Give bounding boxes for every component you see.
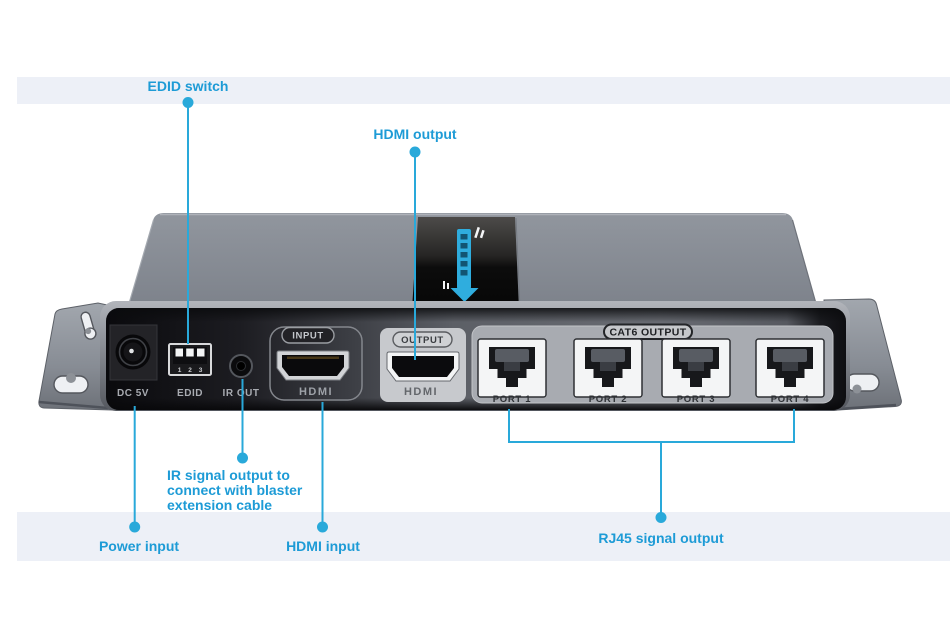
panel-top-shadow (106, 308, 846, 322)
callout-hdmi-output-dot (409, 146, 421, 158)
brand-logo-marks (443, 226, 485, 289)
rj45-port-4: PORT 4 (755, 338, 825, 405)
callout-rj45-label: RJ45 signal output (598, 530, 724, 546)
hdmi-input-port (276, 350, 350, 381)
dip-number: 3 (199, 367, 203, 374)
port-label: PORT 4 (771, 394, 810, 405)
port-label: PORT 1 (493, 394, 532, 405)
ir-out-label: IR OUT (223, 388, 260, 399)
callout-power-label: Power input (99, 538, 179, 554)
callout-edid-label: EDID switch (148, 78, 229, 94)
callout-hdmi-output-label: HDMI output (373, 126, 457, 142)
callout-power-dot (129, 521, 141, 533)
input-capsule-label: INPUT (292, 331, 324, 342)
front-panel: DC 5V 1 2 3 EDID IR OUT (106, 308, 846, 410)
right-slope-edge (791, 219, 818, 308)
chassis-top (126, 213, 820, 312)
rj45-port-1: PORT 1 (477, 338, 547, 405)
dip-slider (175, 348, 183, 357)
edid-dip-switch: 1 2 3 (168, 343, 212, 376)
callout-ir-label: IR signal output to connect with blaster… (167, 467, 303, 513)
callout-hdmi-input-label: HDMI input (286, 538, 360, 554)
top-highlight-band (17, 77, 950, 104)
edid-label: EDID (177, 388, 203, 399)
callout-rj45-bracket (508, 409, 795, 443)
hdmi-output-group: OUTPUT HDMI (380, 328, 466, 402)
dip-slider (197, 348, 205, 357)
rj45-port-2: PORT 2 (573, 338, 643, 405)
brand-arrow-graphic (450, 229, 479, 302)
port-label: PORT 2 (589, 394, 628, 405)
hdmi-output-port (386, 351, 460, 382)
dc-label: DC 5V (117, 388, 149, 399)
callout-edid-dot (182, 97, 194, 108)
dc-power-jack (109, 324, 158, 381)
cat6-capsule (603, 323, 693, 340)
dip-number: 1 (178, 367, 182, 374)
ear-bottom-edge (38, 400, 109, 410)
keyhole-slot (845, 373, 880, 394)
hdmi-output-label: HDMI (404, 386, 438, 398)
hdmi-input-group: INPUT HDMI (269, 326, 363, 401)
cat6-output-group: CAT6 OUTPUT PORT 1 PORT 2 (471, 323, 834, 405)
keyhole-slot (80, 311, 97, 340)
input-capsule (281, 326, 335, 344)
left-mounting-ear (38, 302, 113, 411)
hdmi-input-label: HDMI (299, 386, 333, 398)
brand-sticker (412, 217, 521, 309)
callout-ir-dot (237, 452, 248, 464)
callouts: EDID switch HDMI output IR signal output… (99, 78, 795, 554)
dip-slider (186, 348, 194, 357)
bottom-highlight-band (17, 512, 950, 561)
ir-label-line3: extension cable (167, 497, 272, 513)
output-capsule-label: OUTPUT (401, 335, 444, 346)
left-slope-edge (127, 219, 155, 308)
keyhole-slot (53, 373, 89, 394)
cat6-capsule-label: CAT6 OUTPUT (609, 327, 686, 339)
ir-label-line2: connect with blaster (167, 482, 303, 498)
callout-hdmi-input-dot (317, 521, 328, 533)
output-capsule (392, 331, 453, 348)
ir-out-jack (229, 354, 253, 378)
ir-label-line1: IR signal output to (167, 467, 290, 483)
hdmi-extender-device: DC 5V 1 2 3 EDID IR OUT (38, 213, 902, 411)
rj45-port-3: PORT 3 (661, 338, 731, 405)
dip-number: 2 (188, 367, 192, 374)
callout-rj45-dot (655, 512, 667, 523)
ear-bottom-edge (837, 403, 897, 411)
port-label: PORT 3 (677, 394, 716, 405)
